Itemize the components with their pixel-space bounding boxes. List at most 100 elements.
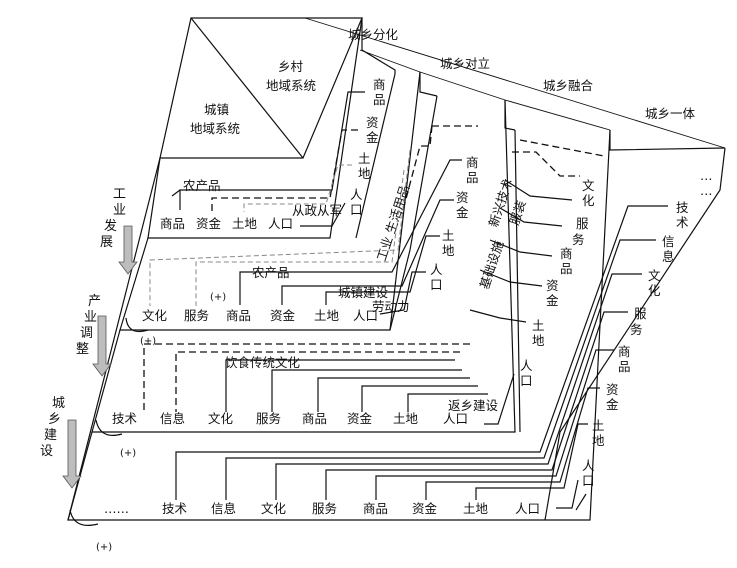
process-label-1b: 业 bbox=[113, 203, 126, 218]
l3-item-2: 文化 bbox=[208, 411, 234, 426]
svg-text:(+): (+) bbox=[140, 336, 156, 347]
l3-item-5: 资金 bbox=[347, 411, 373, 426]
l4-item-0: …… bbox=[104, 501, 129, 516]
l1-item-3: 人口 bbox=[268, 216, 293, 231]
svg-text:商: 商 bbox=[373, 77, 386, 92]
l3-note-cloth: 服装 bbox=[507, 199, 529, 227]
svg-text:品: 品 bbox=[466, 170, 479, 185]
process-label-1a: 工 bbox=[113, 187, 126, 202]
svg-text:文: 文 bbox=[582, 178, 595, 193]
svg-text:(+): (+) bbox=[96, 542, 112, 553]
svg-text:土: 土 bbox=[532, 318, 545, 333]
l1-item-2: 土地 bbox=[232, 216, 258, 231]
svg-text:化: 化 bbox=[648, 283, 661, 298]
l3-item-3: 服务 bbox=[256, 411, 281, 426]
svg-text:技: 技 bbox=[676, 200, 689, 215]
svg-text:文: 文 bbox=[648, 268, 661, 283]
svg-text:人: 人 bbox=[520, 358, 533, 373]
l4-item-8: 人口 bbox=[515, 501, 540, 516]
stage-label-3: 城乡融合 bbox=[543, 78, 594, 93]
svg-text:品: 品 bbox=[373, 92, 386, 107]
process-arrows: 工 业 发 展 产 业 调 整 城 乡 建 设 bbox=[40, 187, 138, 489]
svg-text:口: 口 bbox=[430, 277, 443, 292]
l4-item-4: 服务 bbox=[312, 501, 337, 516]
svg-text:…: … bbox=[700, 168, 713, 183]
svg-text:人: 人 bbox=[350, 187, 363, 202]
process-label-2c: 调 bbox=[80, 326, 93, 341]
svg-text:资: 资 bbox=[546, 278, 559, 293]
svg-text:地: 地 bbox=[592, 433, 605, 448]
svg-text:资: 资 bbox=[456, 190, 469, 205]
l3-item-4: 商品 bbox=[302, 411, 327, 426]
stage-label-2: 城乡对立 bbox=[440, 56, 490, 71]
l3-item-1: 信息 bbox=[160, 411, 185, 426]
svg-text:(+): (+) bbox=[120, 448, 136, 459]
level-3: 技术 信息 文化 服务 商品 资金 土地 人口 文 化 服 务 商 品 资 金 … bbox=[95, 139, 605, 459]
l1-item-1: 资金 bbox=[196, 216, 222, 231]
svg-text:资: 资 bbox=[606, 382, 619, 397]
process-label-1c: 发 bbox=[104, 218, 117, 234]
process-label-2d: 整 bbox=[76, 342, 89, 357]
svg-text:务: 务 bbox=[630, 322, 643, 337]
l2-item-0: 文化 bbox=[142, 308, 168, 323]
svg-text:…: … bbox=[700, 183, 713, 198]
process-label-3c: 建 bbox=[44, 428, 57, 443]
svg-text:地: 地 bbox=[442, 243, 455, 258]
process-label-3d: 设 bbox=[40, 444, 53, 459]
l3-note-return: 返乡建设 bbox=[448, 398, 499, 413]
rural-label-2: 地域系统 bbox=[266, 78, 316, 93]
l4-item-2: 信息 bbox=[211, 501, 236, 516]
process-arrow-2 bbox=[92, 315, 112, 377]
svg-text:金: 金 bbox=[456, 205, 469, 220]
svg-text:(+): (+) bbox=[210, 292, 226, 303]
process-arrow-1 bbox=[118, 225, 138, 275]
l3-item-6: 土地 bbox=[393, 411, 419, 426]
svg-text:土: 土 bbox=[442, 228, 455, 243]
rural-label-1: 乡村 bbox=[278, 59, 304, 74]
process-label-3b: 乡 bbox=[48, 412, 61, 427]
stage-label-4: 城乡一体 bbox=[645, 106, 696, 121]
l3-item-7: 人口 bbox=[443, 411, 468, 426]
svg-text:土: 土 bbox=[592, 418, 605, 433]
process-arrow-3 bbox=[62, 419, 82, 489]
svg-text:资: 资 bbox=[366, 115, 379, 130]
svg-text:金: 金 bbox=[606, 397, 619, 412]
svg-text:土: 土 bbox=[358, 151, 371, 166]
l4-item-6: 资金 bbox=[412, 501, 438, 516]
svg-text:服: 服 bbox=[634, 306, 647, 321]
l1-note-official: 从政从军 bbox=[292, 203, 342, 218]
process-label-2b: 业 bbox=[84, 310, 97, 325]
l2-item-3: 资金 bbox=[270, 308, 296, 323]
svg-text:息: 息 bbox=[662, 249, 675, 264]
svg-text:服: 服 bbox=[576, 216, 589, 231]
top-triangle: 乡村 地域系统 城镇 地域系统 bbox=[159, 17, 363, 159]
l1-item-0: 商品 bbox=[160, 216, 185, 231]
l4-item-5: 商品 bbox=[363, 501, 388, 516]
svg-text:化: 化 bbox=[582, 193, 595, 208]
process-label-2a: 产 bbox=[88, 294, 101, 309]
process-label-3a: 城 bbox=[52, 396, 65, 411]
level-1: 商品 资金 土地 人口 商 品 资 金 土 地 人 口 农产品 从政从军 bbox=[160, 77, 386, 231]
l1-note-agri: 农产品 bbox=[183, 178, 221, 193]
process-label-1d: 展 bbox=[100, 235, 113, 250]
svg-text:口: 口 bbox=[520, 373, 533, 388]
l4-item-7: 土地 bbox=[463, 501, 489, 516]
svg-text:人: 人 bbox=[582, 458, 595, 473]
urban-label-1: 城镇 bbox=[204, 102, 229, 117]
l3-note-infra: 基础设施 bbox=[477, 238, 507, 291]
svg-text:地: 地 bbox=[532, 333, 545, 348]
svg-text:商: 商 bbox=[466, 155, 479, 170]
svg-text:人: 人 bbox=[430, 262, 443, 277]
svg-text:商: 商 bbox=[560, 246, 573, 261]
level-frames bbox=[67, 17, 726, 521]
l2-item-5: 人口 bbox=[353, 308, 378, 323]
svg-text:商: 商 bbox=[618, 344, 631, 359]
l2-item-4: 土地 bbox=[314, 308, 340, 323]
l4-item-1: 技术 bbox=[162, 501, 188, 516]
l3-item-0: 技术 bbox=[112, 411, 138, 426]
svg-text:口: 口 bbox=[582, 473, 595, 488]
svg-text:信: 信 bbox=[662, 234, 675, 249]
l3-note-food: 饮食传统文化 bbox=[225, 355, 301, 370]
